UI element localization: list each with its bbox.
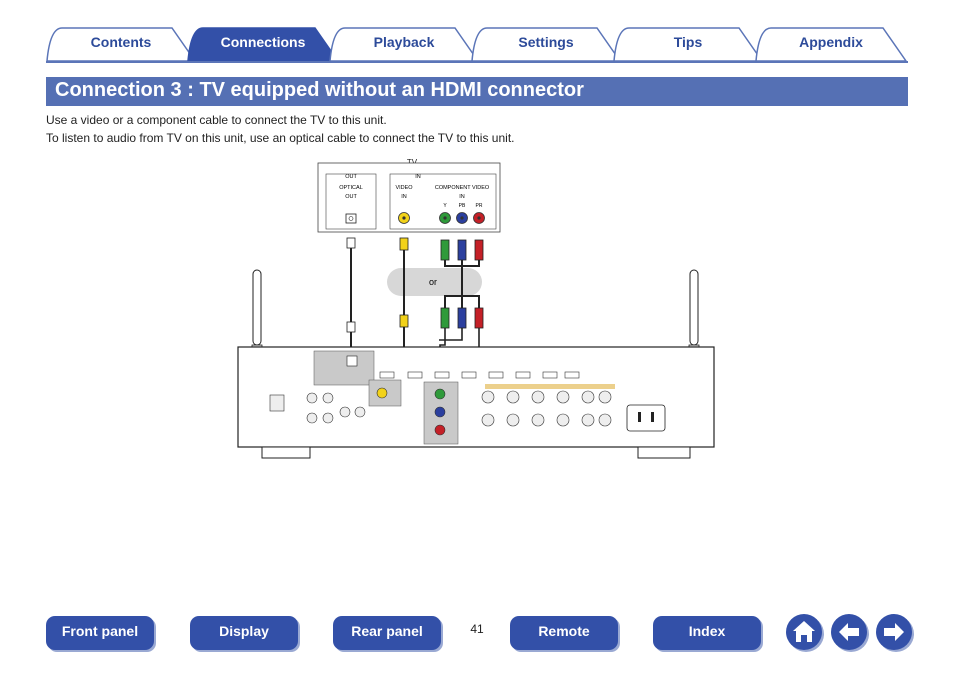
tab-contents[interactable]: Contents [46, 26, 196, 62]
component-pr-label: PR [476, 203, 483, 209]
component-cable-top [444, 260, 480, 296]
tab-tips-label: Tips [673, 34, 703, 50]
component-video-label-2: IN [459, 194, 465, 200]
display-label: Display [219, 623, 269, 639]
speaker-terminals [481, 390, 612, 427]
page-number: 41 [470, 622, 484, 636]
component-video-label-1: COMPONENT VIDEO [435, 185, 490, 191]
receiver-component-y [434, 388, 446, 400]
receiver-video-in-jack [376, 387, 388, 399]
digital-audio-section [313, 350, 375, 386]
or-label: or [429, 277, 437, 287]
tab-settings[interactable]: Settings [471, 26, 621, 62]
or-pill [387, 268, 482, 296]
front-panel-label: Front panel [61, 623, 139, 639]
index-label: Index [688, 623, 726, 639]
hdmi-ports [379, 371, 580, 379]
remote-button[interactable]: Remote [510, 616, 618, 650]
component-y-plug-top [440, 239, 450, 261]
ac-inlet-pin-left [638, 412, 641, 422]
tab-connections[interactable]: Connections [187, 26, 339, 62]
component-pb-label: PB [459, 203, 466, 209]
tab-contents-label: Contents [90, 34, 152, 50]
front-panel-button[interactable]: Front panel [46, 616, 154, 650]
display-button[interactable]: Display [190, 616, 298, 650]
arrow-right-icon [884, 623, 904, 641]
tab-playback-label: Playback [373, 34, 435, 50]
tab-settings-label: Settings [518, 34, 574, 50]
component-pb-center [460, 216, 464, 220]
optical-plug-bottom [346, 321, 356, 333]
component-pr-plug-top [474, 239, 484, 261]
receiver-component-pb [434, 406, 446, 418]
page-title: Connection 3 : TV equipped without an HD… [55, 79, 584, 101]
receiver-optical-in [346, 355, 358, 367]
foot-right [637, 446, 691, 459]
component-y-center [443, 216, 447, 220]
tv-label: TV [407, 158, 418, 167]
rear-panel-button[interactable]: Rear panel [333, 616, 441, 650]
video-in-section [368, 379, 402, 407]
component-pr-center [477, 216, 481, 220]
rear-panel-label: Rear panel [351, 623, 423, 639]
component-y-plug-bottom [440, 307, 450, 329]
video-in-label-2: IN [401, 194, 407, 200]
speaker-color-strip [485, 384, 615, 389]
intro-text-2: To listen to audio from TV on this unit,… [46, 131, 515, 145]
intro-text-1: Use a video or a component cable to conn… [46, 113, 387, 127]
tab-bar: Contents Connections Playback Settings T… [46, 26, 908, 63]
ac-inlet-pin-right [651, 412, 654, 422]
optical-out-port [345, 213, 357, 224]
component-pr-plug-bottom [474, 307, 484, 329]
video-plug-bottom [399, 314, 409, 328]
analog-jacks [269, 392, 366, 424]
ac-inlet [626, 404, 666, 432]
video-plug-top [399, 237, 409, 251]
tab-tips[interactable]: Tips [613, 26, 763, 62]
tab-connections-label: Connections [220, 34, 306, 50]
foot-left [261, 446, 311, 459]
tab-playback[interactable]: Playback [329, 26, 479, 62]
component-y-label: Y [443, 203, 447, 209]
home-button[interactable] [786, 614, 822, 650]
page-title-bar: Connection 3 : TV equipped without an HD… [46, 77, 908, 106]
back-button[interactable] [831, 614, 867, 650]
video-in-jack-center [402, 216, 406, 220]
antenna-left [252, 269, 262, 346]
optical-out-port-hole [348, 216, 354, 221]
remote-label: Remote [538, 623, 590, 639]
tv-in-label: IN [415, 174, 421, 180]
tab-appendix[interactable]: Appendix [755, 26, 907, 62]
forward-button[interactable] [876, 614, 912, 650]
home-icon [793, 621, 815, 642]
antenna-right [689, 269, 699, 346]
tv-out-label: OUT [345, 174, 357, 180]
tab-underline [46, 61, 908, 63]
component-pb-plug-bottom [457, 307, 467, 329]
arrow-left-icon [839, 623, 859, 641]
component-pb-plug-top [457, 239, 467, 261]
tab-appendix-label: Appendix [799, 34, 863, 50]
optical-out-label-2: OUT [345, 194, 357, 200]
index-button[interactable]: Index [653, 616, 761, 650]
video-in-label-1: VIDEO [395, 185, 413, 191]
receiver-component-pr [434, 424, 446, 436]
optical-out-label-1: OPTICAL [339, 185, 363, 191]
connection-diagram: TV OUT IN OPTICAL OUT VIDEO IN COMPONENT… [237, 158, 715, 459]
optical-plug-top [346, 237, 356, 249]
